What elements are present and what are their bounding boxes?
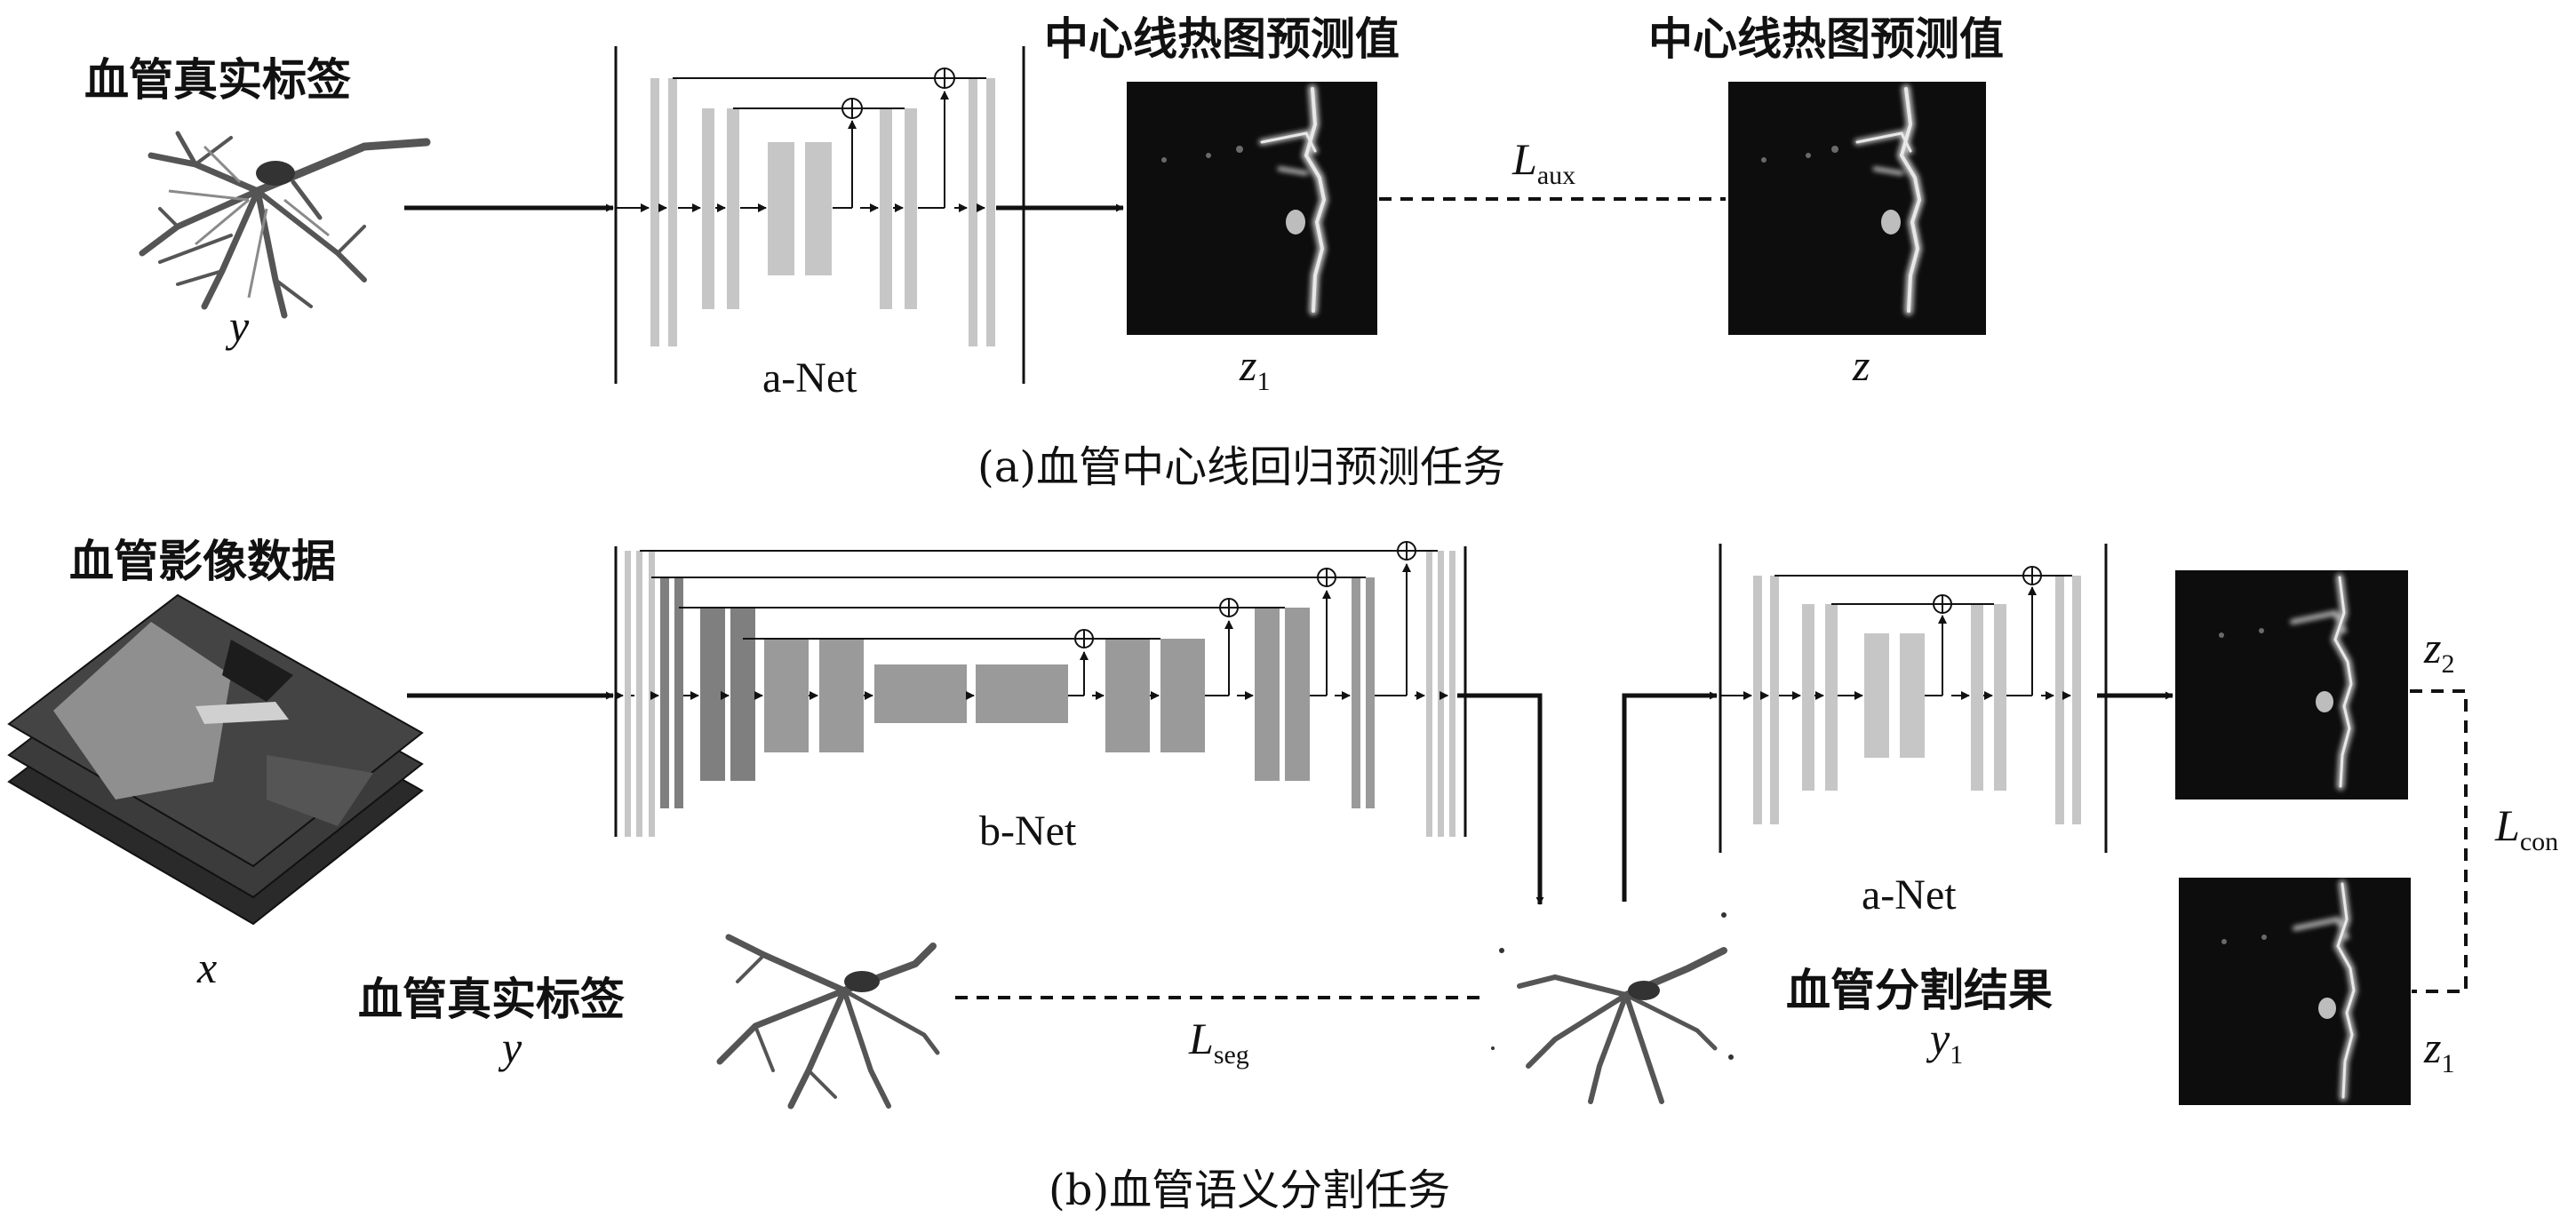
result-var: y1 (1930, 1014, 1964, 1070)
heatmap-z2 (2175, 570, 2408, 799)
heatmap-gt-title: 中心线热图预测值 (1648, 13, 2004, 65)
con-loss-label: Lcon (2495, 800, 2559, 856)
b-net-label: b-Net (979, 807, 1077, 855)
vessel-tree-image-b (716, 934, 940, 1110)
con-loss-link (2410, 689, 2468, 993)
vessel-tree-result (1491, 912, 1734, 1104)
caption-a: (a)血管中心线回归预测任务 (977, 442, 1506, 492)
b-net (614, 541, 1467, 837)
a-net-bottom (1719, 544, 2108, 853)
heatmap-z (1728, 82, 1986, 335)
arrow-bnet-to-result (1457, 693, 1544, 905)
ct-image-stack (7, 593, 424, 926)
caption-b: (b)血管语义分割任务 (1049, 1165, 1451, 1215)
gt-var-a: y (229, 301, 250, 351)
seg-loss-label: Lseg (1189, 1014, 1249, 1070)
vessel-tree-image-a (139, 131, 431, 319)
a-net-label-top: a-Net (762, 354, 857, 402)
heatmap-gt-var: z (1853, 340, 1870, 390)
image-label: 血管影像数据 (69, 536, 336, 587)
a-net-label-bottom: a-Net (1862, 871, 1957, 919)
arrow-result-to-anet (1622, 691, 1718, 902)
z1-var-b: z1 (2424, 1022, 2455, 1078)
aux-loss-label: Laux (1512, 134, 1576, 190)
z2-var: z2 (2424, 623, 2455, 679)
gt-var-b: y (502, 1022, 522, 1072)
heatmap-pred-var: z1 (1240, 340, 1271, 396)
gt-label-a: 血管真实标签 (84, 54, 351, 106)
heatmap-z1 (1127, 82, 1377, 335)
image-var: x (197, 943, 218, 992)
heatmap-pred-title: 中心线热图预测值 (1044, 13, 1400, 65)
result-label: 血管分割结果 (1786, 965, 2053, 1016)
a-net-top (614, 46, 1025, 384)
gt-label-b: 血管真实标签 (358, 974, 625, 1025)
heatmap-z1-b (2179, 878, 2411, 1105)
